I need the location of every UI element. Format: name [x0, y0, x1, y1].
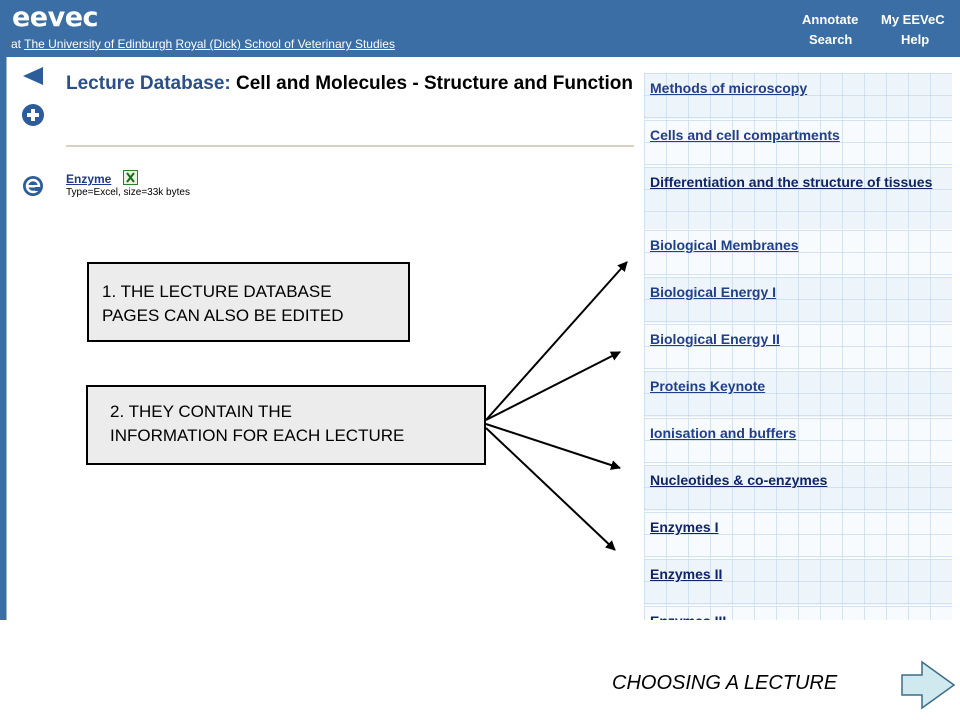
resource-meta: Type=Excel, size=33k bytes — [66, 187, 190, 198]
callout-lecture-info: 2. THEY CONTAIN THE INFORMATION FOR EACH… — [86, 385, 486, 465]
eevec-logo[interactable]: eevec — [12, 2, 99, 33]
lecture-item-biological-membranes[interactable]: Biological Membranes — [644, 230, 952, 276]
lecture-item-enzymes-2[interactable]: Enzymes II — [644, 559, 952, 605]
lecture-item-differentiation-and-tissues[interactable]: Differentiation and the structure of tis… — [644, 167, 952, 229]
enzyme-resource-link[interactable]: Enzyme — [66, 172, 112, 186]
subtitle-prefix: at — [11, 37, 25, 51]
callout-lecture-info-line1: 2. THEY CONTAIN THE — [110, 402, 293, 421]
add-icon[interactable] — [21, 103, 45, 127]
lecture-item-enzymes-3[interactable]: Enzymes III — [644, 606, 952, 620]
arrow-to-enzymes — [485, 427, 616, 551]
arrow-to-biological-membranes — [485, 261, 628, 421]
school-link[interactable]: Royal (Dick) School of Veterinary Studie… — [175, 37, 395, 51]
callout-edit-pages: 1. THE LECTURE DATABASE PAGES CAN ALSO B… — [87, 262, 410, 342]
lecture-item-enzymes-1[interactable]: Enzymes I — [644, 512, 952, 558]
site-header: eevec at The University of Edinburgh Roy… — [0, 0, 960, 57]
back-arrow-icon[interactable] — [22, 66, 44, 86]
window-left-border — [0, 57, 6, 620]
lecture-item-biological-energy-2[interactable]: Biological Energy II — [644, 324, 952, 370]
callout-lecture-info-line2: INFORMATION FOR EACH LECTURE — [110, 426, 405, 445]
title-divider — [66, 145, 634, 147]
page-title-main: Cell and Molecules - Structure and Funct… — [236, 73, 633, 94]
nav-help[interactable]: Help — [901, 32, 930, 47]
excel-file-icon[interactable] — [123, 170, 138, 185]
nav-annotate[interactable]: Annotate — [802, 12, 859, 27]
arrow-to-nucleotides — [485, 423, 621, 470]
lecture-item-nucleotides-and-co-enzymes[interactable]: Nucleotides & co-enzymes — [644, 465, 952, 511]
internet-explorer-icon[interactable] — [22, 175, 44, 197]
lecture-item-biological-energy-1[interactable]: Biological Energy I — [644, 277, 952, 323]
nav-search[interactable]: Search — [809, 32, 853, 47]
callout-edit-pages-line2: PAGES CAN ALSO BE EDITED — [102, 306, 344, 325]
slide-caption: CHOOSING A LECTURE — [612, 672, 838, 694]
lecture-item-ionisation-and-buffers[interactable]: Ionisation and buffers — [644, 418, 952, 464]
nav-my-eevec[interactable]: My EEVeC — [881, 12, 945, 27]
header-subtitle: at The University of Edinburgh Royal (Di… — [11, 37, 395, 51]
lecture-item-proteins-keynote[interactable]: Proteins Keynote — [644, 371, 952, 417]
window-left-border-line — [6, 57, 7, 620]
university-link[interactable]: The University of Edinburgh — [24, 37, 173, 51]
lecture-item-cells-and-cell-compartments[interactable]: Cells and cell compartments — [644, 120, 952, 166]
lecture-item-methods-of-microscopy[interactable]: Methods of microscopy — [644, 73, 952, 119]
page-title-prefix: Lecture Database: — [66, 73, 231, 94]
callout-edit-pages-line1: 1. THE LECTURE DATABASE — [102, 282, 332, 301]
next-slide-arrow-icon[interactable] — [900, 660, 956, 710]
arrow-to-biological-energy-2 — [485, 351, 621, 421]
lecture-list: Methods of microscopy Cells and cell com… — [644, 73, 952, 620]
page-title: Lecture Database: Cell and Molecules - S… — [66, 72, 636, 95]
